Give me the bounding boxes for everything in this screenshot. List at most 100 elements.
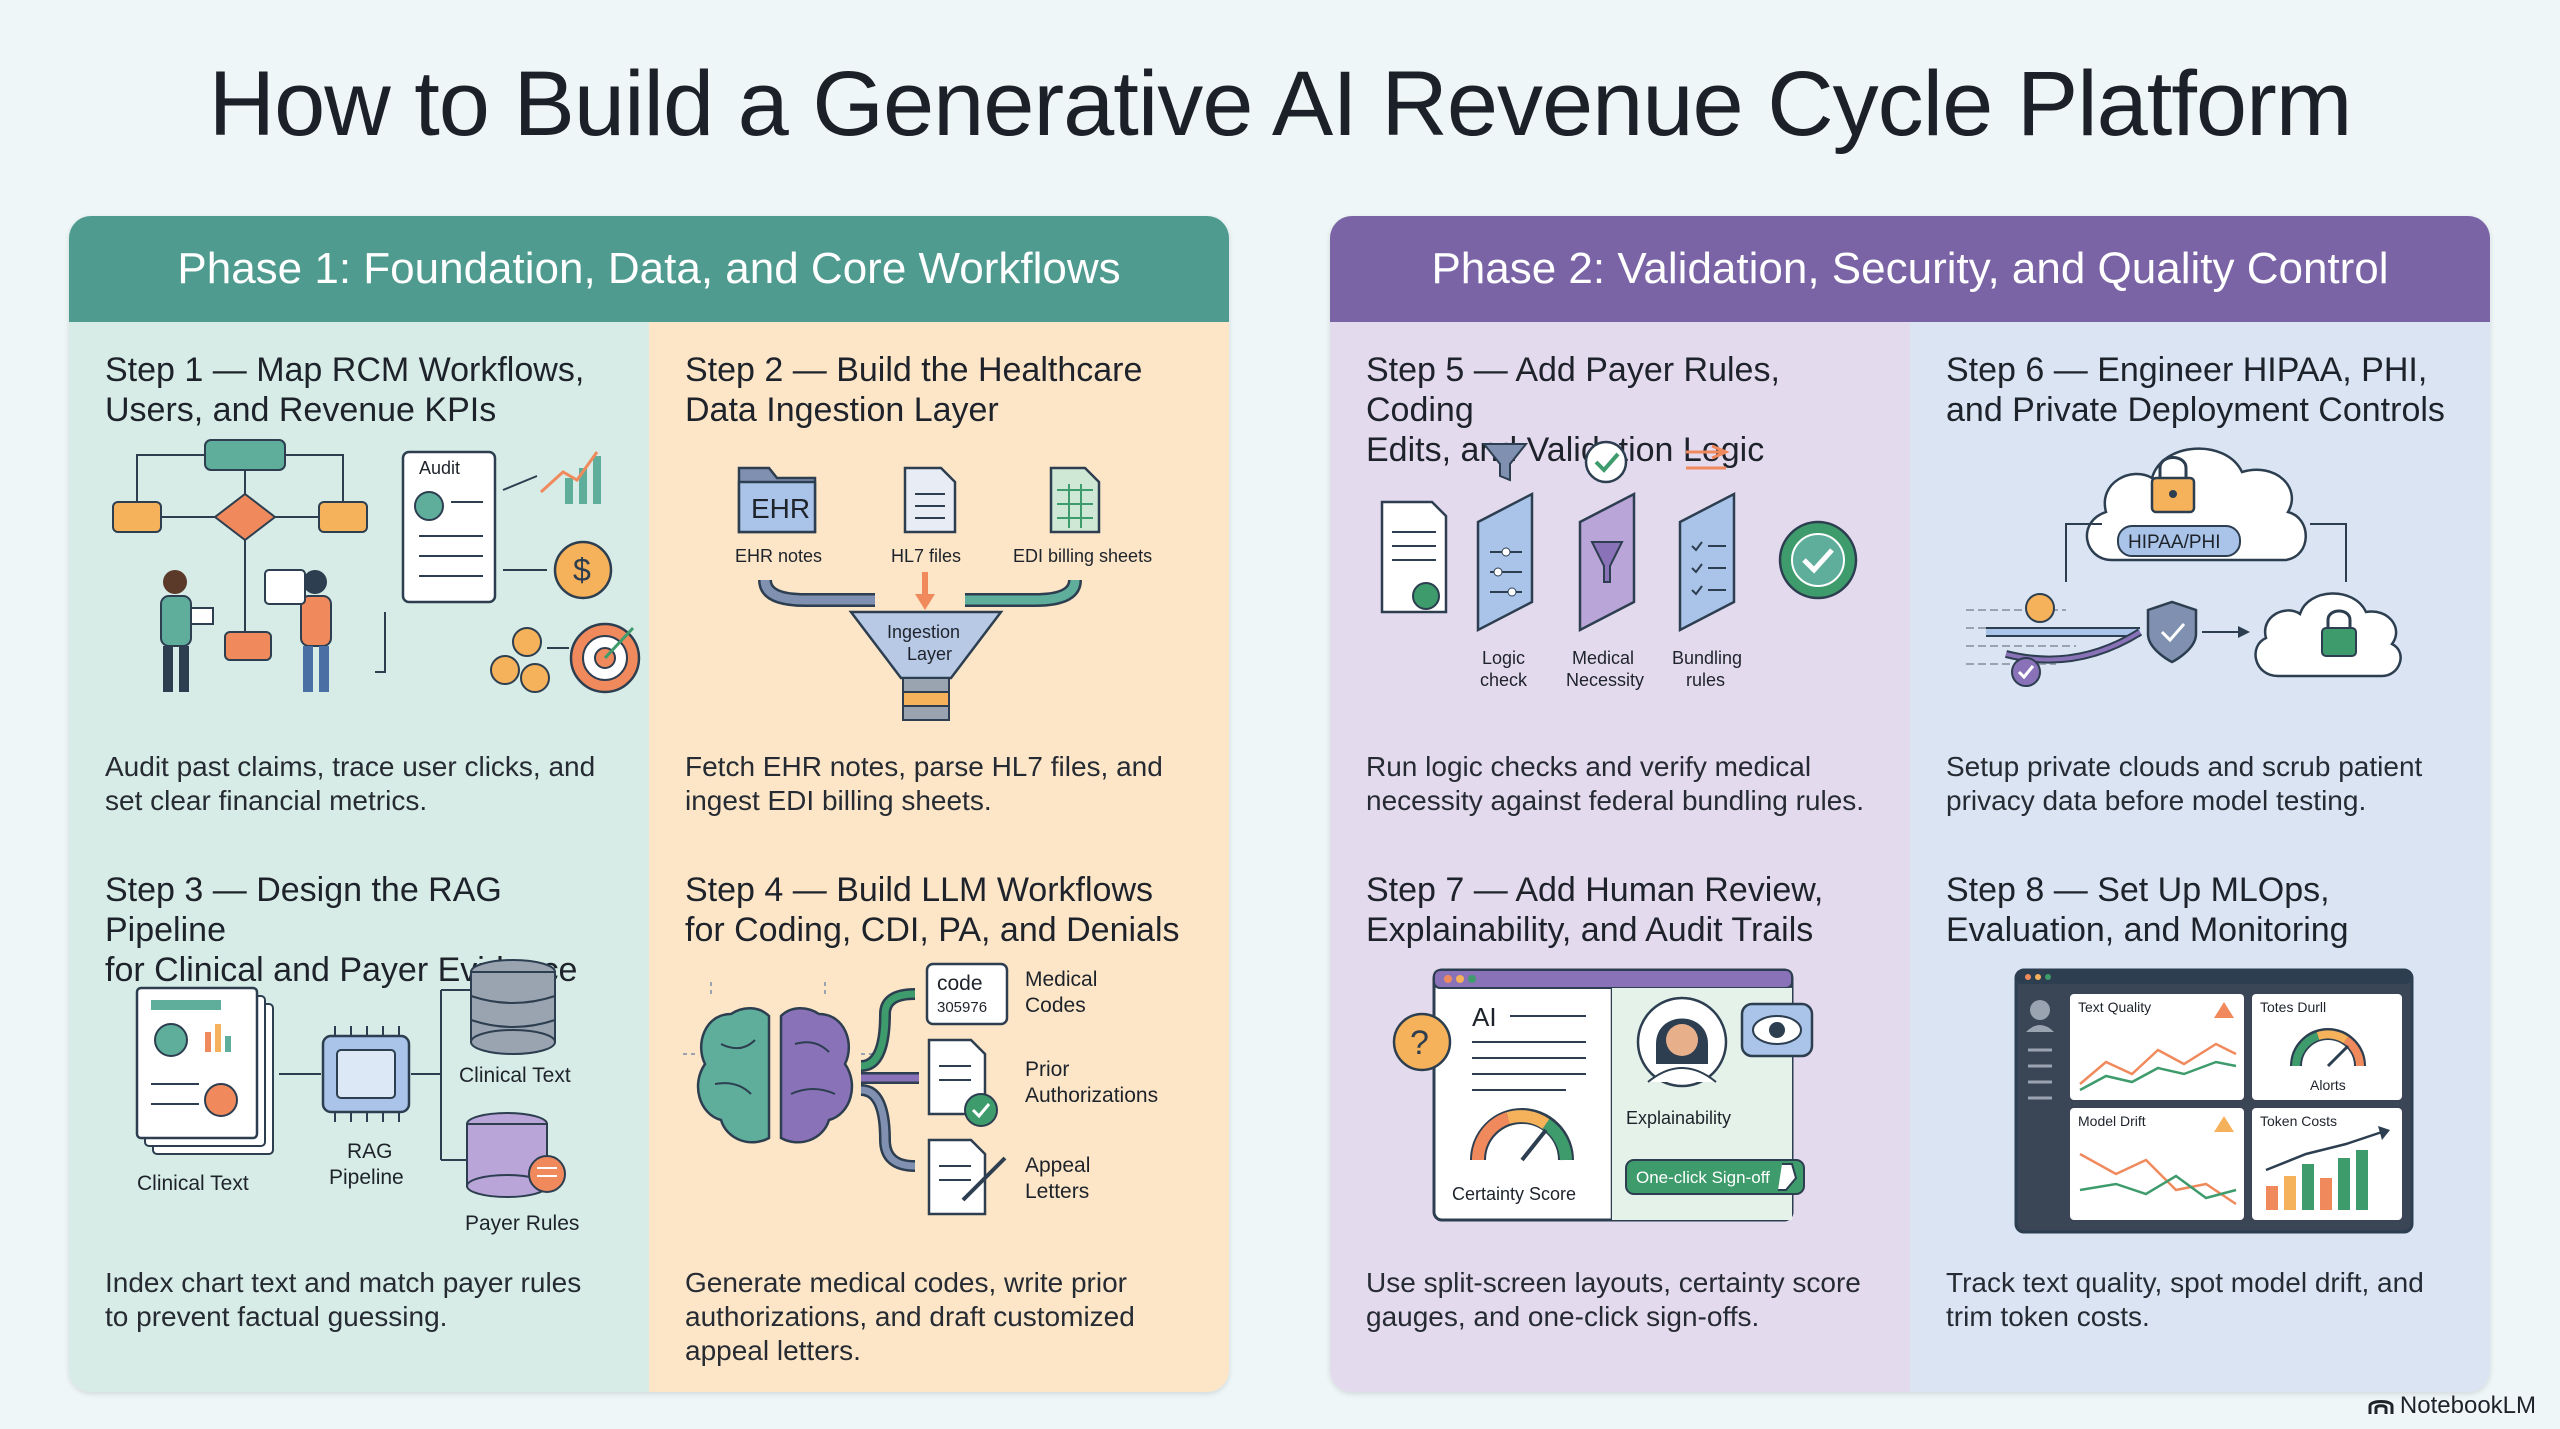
- checkmark-circle-icon: [1584, 440, 1628, 484]
- svg-text:Text Quality: Text Quality: [2078, 999, 2151, 1015]
- step-4-card: Step 4 — Build LLM Workflows for Coding,…: [683, 842, 1205, 1392]
- svg-text:Pipeline: Pipeline: [329, 1166, 404, 1189]
- svg-text:Token Costs: Token Costs: [2260, 1113, 2337, 1129]
- bundling-rules-panel: [1678, 491, 1736, 633]
- svg-text:Explainability: Explainability: [1626, 1108, 1731, 1128]
- step-7-illustration: AI ? Certainty Score: [1392, 968, 1814, 1222]
- step-7-card: Step 7 — Add Human Review, Explainabilit…: [1366, 842, 1886, 1392]
- step-6-description: Setup private clouds and scrub patient p…: [1946, 751, 2423, 816]
- rag-chip-icon: [321, 1026, 411, 1122]
- phase-1-column-right: Step 2 — Build the Healthcare Data Inges…: [649, 322, 1229, 1392]
- ingestion-funnel-icon: [848, 610, 1004, 721]
- eye-bubble-icon: [1740, 1002, 1814, 1058]
- step-3-description: Index chart text and match payer rules t…: [105, 1267, 582, 1332]
- step-8-description: Track text quality, spot model drift, an…: [1946, 1267, 2424, 1332]
- one-click-signoff-button[interactable]: One-click Sign-off: [1625, 1159, 1805, 1195]
- svg-text:Alorts: Alorts: [2310, 1077, 2346, 1093]
- svg-text:Clinical Text: Clinical Text: [459, 1064, 571, 1087]
- step-4-illustration: code 305976 Medical Codes Prior Authori: [683, 962, 1158, 1216]
- step-1-card: Step 1 — Map RCM Workflows, Users, and R…: [105, 322, 641, 842]
- svg-text:Necessity: Necessity: [1566, 670, 1644, 690]
- clinical-database-icon: [470, 959, 556, 1055]
- person-left-icon: [160, 570, 214, 692]
- svg-text:rules: rules: [1686, 670, 1725, 690]
- warning-icon: [2214, 1002, 2234, 1018]
- step-6-card: Step 6 — Engineer HIPAA, PHI, and Privat…: [1946, 322, 2466, 842]
- logic-check-panel: [1476, 491, 1534, 633]
- notebooklm-logo-icon: [2368, 1400, 2394, 1414]
- svg-text:Logic: Logic: [1482, 648, 1525, 668]
- step-6-illustration: HIPAA/PHI: [1966, 447, 2402, 687]
- phase-1-panel: Phase 1: Foundation, Data, and Core Work…: [69, 216, 1229, 1392]
- svg-text:Medical: Medical: [1572, 648, 1634, 668]
- alerts-gauge-icon: [2290, 1028, 2366, 1068]
- svg-text:check: check: [1480, 670, 1528, 690]
- svg-text:Codes: Codes: [1025, 994, 1086, 1017]
- step-8-title: Step 8 — Set Up MLOps, Evaluation, and M…: [1946, 871, 2349, 949]
- step-2-title: Step 2 — Build the Healthcare Data Inges…: [685, 351, 1143, 429]
- step-1-description: Audit past claims, trace user clicks, an…: [105, 751, 596, 816]
- medical-necessity-panel: [1578, 491, 1636, 633]
- step-5-card: Step 5 — Add Payer Rules, Coding Edits, …: [1366, 322, 1886, 842]
- step-2-illustration: EHR EHR notes HL7 files: [735, 466, 1152, 721]
- shield-icon: [2146, 600, 2198, 664]
- svg-text:Totes Durll: Totes Durll: [2260, 999, 2326, 1015]
- flow-box-right: [318, 501, 368, 533]
- step-3-card: Step 3 — Design the RAG Pipeline for Cli…: [105, 842, 625, 1392]
- phase-2-header: Phase 2: Validation, Security, and Quali…: [1330, 216, 2490, 322]
- phase-2-panel: Phase 2: Validation, Security, and Quali…: [1330, 216, 2490, 1392]
- text-quality-panel: [2070, 994, 2244, 1100]
- svg-text:Payer Rules: Payer Rules: [465, 1212, 579, 1235]
- step-2-card: Step 2 — Build the Healthcare Data Inges…: [685, 322, 1205, 842]
- svg-text:Appeal: Appeal: [1025, 1154, 1090, 1177]
- prior-authorization-doc-icon: [927, 1038, 998, 1127]
- user-avatar-icon: [2026, 1000, 2054, 1032]
- svg-text:Clinical Text: Clinical Text: [137, 1172, 249, 1195]
- svg-text:HL7 files: HL7 files: [891, 546, 961, 566]
- svg-text:EHR notes: EHR notes: [735, 546, 822, 566]
- step-1-title: Step 1 — Map RCM Workflows, Users, and R…: [105, 351, 585, 429]
- shared-screen: [264, 569, 306, 605]
- clinical-document-stack-icon: [135, 986, 274, 1155]
- svg-text:Bundling: Bundling: [1672, 648, 1742, 668]
- model-drift-panel: [2070, 1108, 2244, 1220]
- svg-text:One-click Sign-off: One-click Sign-off: [1636, 1168, 1770, 1187]
- step-4-description: Generate medical codes, write prior auth…: [685, 1267, 1135, 1366]
- step-7-title: Step 7 — Add Human Review, Explainabilit…: [1366, 871, 1824, 949]
- step-5-illustration: Logic check Medical Necessity: [1380, 440, 1858, 690]
- flow-diamond: [213, 492, 277, 542]
- payer-rules-database-icon: [466, 1112, 566, 1198]
- page-title: How to Build a Generative AI Revenue Cyc…: [208, 53, 2353, 155]
- hipaa-phi-badge: HIPAA/PHI: [2117, 525, 2241, 557]
- brain-icon: [696, 1007, 854, 1144]
- claim-document-icon: [1380, 500, 1448, 614]
- step-4-title: Step 4 — Build LLM Workflows for Coding,…: [685, 871, 1180, 949]
- svg-text:Prior: Prior: [1025, 1058, 1069, 1081]
- drift-warning-icon: [2214, 1116, 2234, 1132]
- scrub-check-icon: [2011, 657, 2041, 687]
- alerts-panel: [2252, 994, 2402, 1100]
- step-6-title: Step 6 — Engineer HIPAA, PHI, and Privat…: [1946, 351, 2445, 429]
- step-3-illustration: Clinical Text RAG Pipeline: [135, 959, 579, 1235]
- step-5-title: Step 5 — Add Payer Rules, Coding Edits, …: [1366, 351, 1780, 469]
- phase-1-column-left: Step 1 — Map RCM Workflows, Users, and R…: [69, 322, 649, 1392]
- scrub-lock-icon: [2025, 593, 2055, 623]
- svg-text:Authorizations: Authorizations: [1025, 1084, 1158, 1107]
- svg-text:305976: 305976: [937, 999, 987, 1016]
- svg-text:Medical: Medical: [1025, 968, 1097, 991]
- svg-text:Model Drift: Model Drift: [2078, 1113, 2146, 1129]
- phase-1-header: Phase 1: Foundation, Data, and Core Work…: [69, 216, 1229, 322]
- svg-text:AI: AI: [1472, 1002, 1497, 1032]
- target-icon: [569, 622, 641, 694]
- doctor-avatar-icon: [1636, 996, 1728, 1088]
- svg-text:Layer: Layer: [907, 644, 952, 664]
- svg-text:HIPAA/PHI: HIPAA/PHI: [2128, 532, 2221, 553]
- flow-box-top: [204, 439, 286, 471]
- flow-box-left: [112, 501, 162, 533]
- step-8-illustration: Text Quality Totes Durll Alorts: [2014, 968, 2414, 1234]
- phase-2-column-right: Step 6 — Engineer HIPAA, PHI, and Privat…: [1910, 322, 2490, 1392]
- phase-2-column-left: Step 5 — Add Payer Rules, Coding Edits, …: [1330, 322, 1910, 1392]
- question-bubble-icon: ?: [1392, 1012, 1452, 1072]
- svg-text:EDI billing sheets: EDI billing sheets: [1013, 546, 1152, 566]
- svg-text:RAG: RAG: [347, 1140, 393, 1163]
